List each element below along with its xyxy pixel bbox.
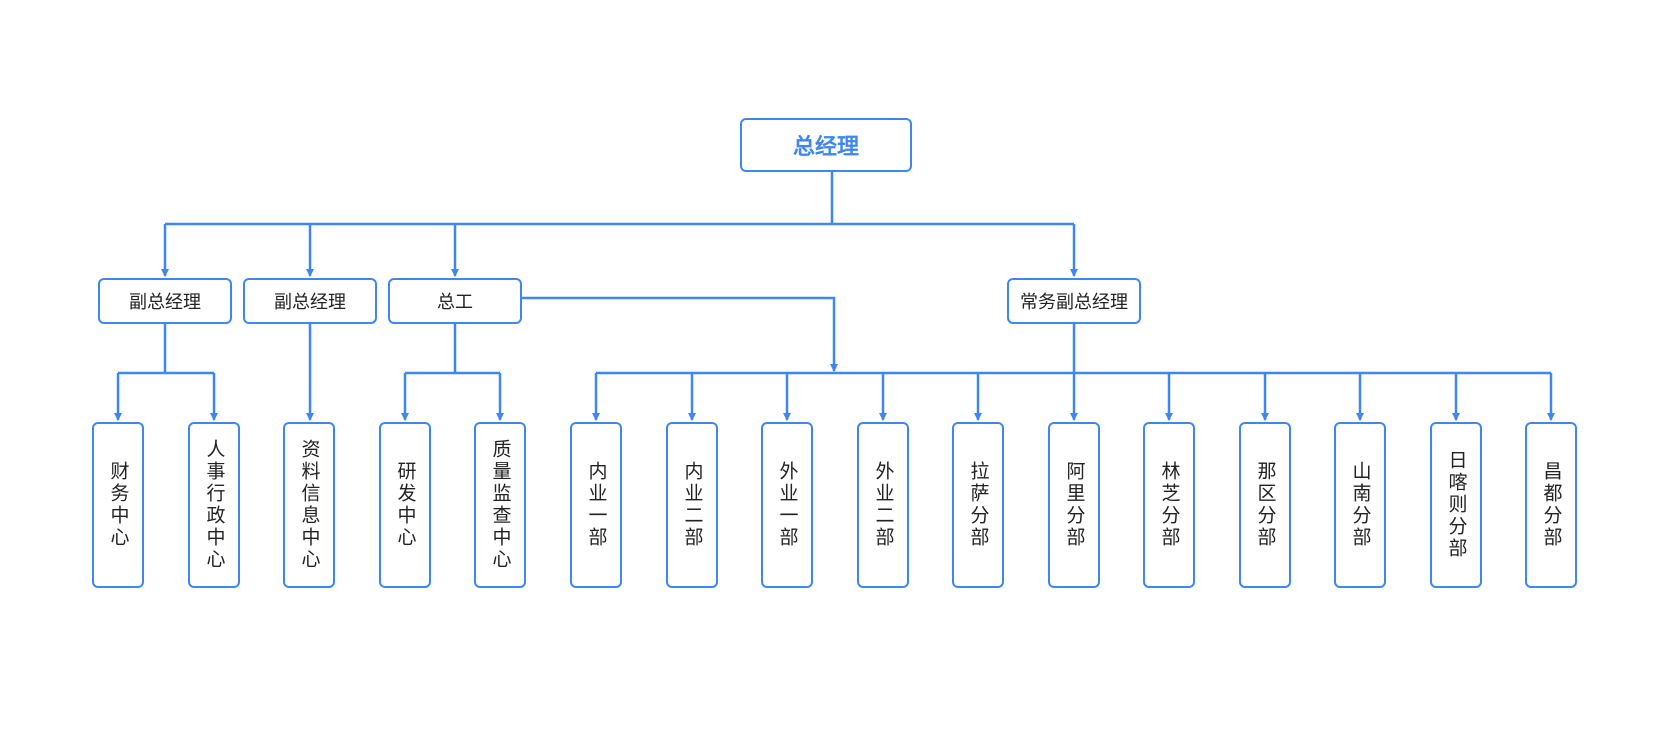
node-label: 副总经理 [274, 292, 346, 313]
dept-label: 外业一部 [776, 461, 799, 549]
dept-field-2: 外业二部 [857, 422, 909, 588]
dept-internal-1: 内业一部 [570, 422, 622, 588]
dept-internal-2: 内业二部 [666, 422, 718, 588]
dept-quality-center: 质量监查中心 [474, 422, 526, 588]
node-label: 总工 [437, 292, 473, 313]
dept-label: 人事行政中心 [203, 439, 226, 571]
dept-lhasa-branch: 拉萨分部 [952, 422, 1004, 588]
node-vice-general-manager-2: 副总经理 [243, 278, 377, 324]
dept-label: 那区分部 [1254, 461, 1277, 549]
dept-nyingchi-branch: 林芝分部 [1143, 422, 1195, 588]
dept-label: 山南分部 [1349, 461, 1372, 549]
dept-label: 资料信息中心 [298, 439, 321, 571]
dept-finance-center: 财务中心 [92, 422, 144, 588]
dept-label: 财务中心 [107, 461, 130, 549]
dept-nagqu-branch: 那区分部 [1239, 422, 1291, 588]
dept-hr-admin-center: 人事行政中心 [188, 422, 240, 588]
dept-label: 阿里分部 [1063, 461, 1086, 549]
dept-label: 内业一部 [585, 461, 608, 549]
node-label: 常务副总经理 [1020, 292, 1128, 313]
node-chief-engineer: 总工 [388, 278, 522, 324]
node-label: 副总经理 [129, 292, 201, 313]
dept-label: 昌都分部 [1540, 461, 1563, 549]
dept-shannan-branch: 山南分部 [1334, 422, 1386, 588]
dept-qamdo-branch: 昌都分部 [1525, 422, 1577, 588]
node-executive-vice-general-manager: 常务副总经理 [1007, 278, 1141, 324]
dept-rd-center: 研发中心 [379, 422, 431, 588]
dept-label: 质量监查中心 [489, 439, 512, 571]
dept-label: 林芝分部 [1158, 461, 1181, 549]
dept-data-info-center: 资料信息中心 [283, 422, 335, 588]
node-vice-general-manager-1: 副总经理 [98, 278, 232, 324]
connector-chief-to-branch-bus [522, 296, 838, 372]
dept-field-1: 外业一部 [761, 422, 813, 588]
dept-label: 日喀则分部 [1445, 450, 1468, 560]
dept-label: 外业二部 [872, 461, 895, 549]
dept-shigatse-branch: 日喀则分部 [1430, 422, 1482, 588]
dept-label: 拉萨分部 [967, 461, 990, 549]
root-node-general-manager: 总经理 [740, 118, 912, 172]
root-node-label: 总经理 [792, 135, 859, 160]
dept-ngari-branch: 阿里分部 [1048, 422, 1100, 588]
dept-label: 内业二部 [681, 461, 704, 549]
dept-label: 研发中心 [394, 461, 417, 549]
